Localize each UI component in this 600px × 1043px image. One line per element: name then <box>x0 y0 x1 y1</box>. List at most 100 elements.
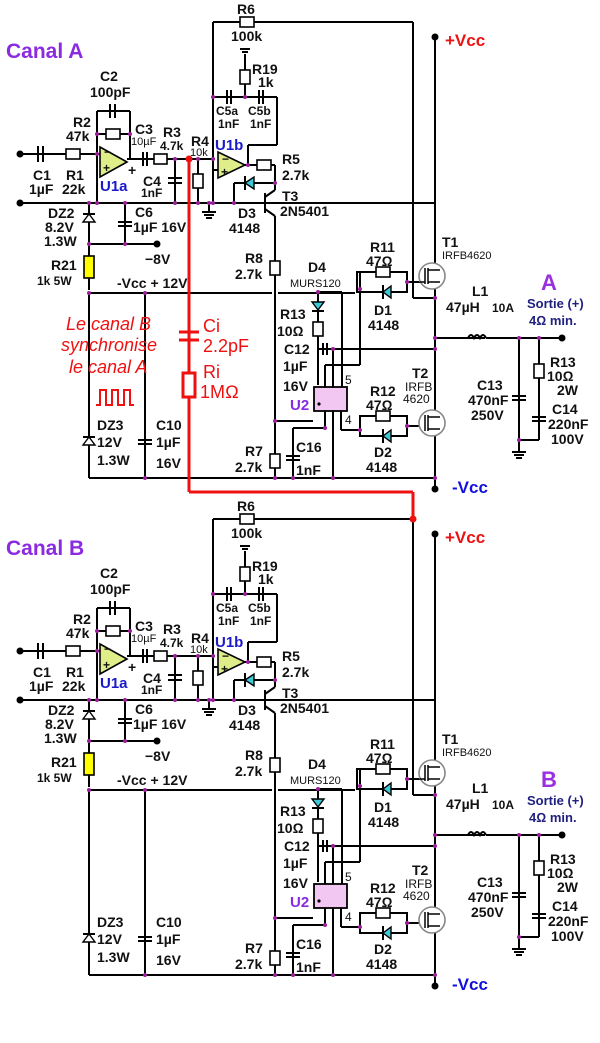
r11-ref: R11 <box>370 736 395 752</box>
svg-text:+: + <box>128 162 136 178</box>
dz3-zener <box>81 932 97 943</box>
dz2-value: 8.2V <box>45 716 74 732</box>
t1-value: IRFB4620 <box>442 747 492 759</box>
output-label: Sortie (+) <box>527 296 584 311</box>
d1-value: 4148 <box>368 317 399 333</box>
r19-value: 1k <box>258 571 274 587</box>
dz3-value: 12V <box>97 931 123 947</box>
r8-value: 2.7k <box>235 763 262 779</box>
dz3-power: 1.3W <box>97 949 130 965</box>
d3-diode <box>243 672 255 688</box>
c2-value: 100pF <box>90 581 131 597</box>
r13o-value: 10Ω <box>547 865 574 881</box>
r12-ref: R12 <box>370 880 396 896</box>
r11-resistor <box>375 266 391 278</box>
d2-ref: D2 <box>374 444 392 460</box>
output-label: Sortie (+) <box>527 793 584 808</box>
r13-resistor <box>312 818 324 834</box>
c12-ref: C12 <box>284 341 310 357</box>
r19-value: 1k <box>258 74 274 90</box>
c13-ref: C13 <box>477 874 503 890</box>
c2-value: 100pF <box>90 84 131 100</box>
u2-driver-ic <box>313 386 348 412</box>
c10-voltage: 16V <box>156 952 182 968</box>
r4-resistor <box>192 670 204 686</box>
r11-value: 47Ω <box>366 253 393 269</box>
c5b-ref: C5b <box>248 601 271 615</box>
d4-ref: D4 <box>308 259 326 275</box>
r13o-power: 2W <box>557 879 579 895</box>
r7-resistor <box>269 453 281 469</box>
c3-ref: C3 <box>135 618 153 634</box>
u1b-label: U1b <box>215 634 243 651</box>
r21-value: 1k 5W <box>37 274 72 288</box>
r7-resistor <box>269 950 281 966</box>
t1-value: IRFB4620 <box>442 250 492 262</box>
output-terminal <box>558 334 566 342</box>
c16-value: 1nF <box>296 462 321 478</box>
l1-current: 10A <box>492 301 514 315</box>
d2-value: 4148 <box>366 459 397 475</box>
r1-ref: R1 <box>66 664 84 680</box>
r12-resistor <box>375 907 391 919</box>
u2-label: U2 <box>290 397 309 414</box>
d4-diode <box>310 798 326 809</box>
c10-value: 1µF <box>156 931 181 947</box>
dz2-ref: DZ2 <box>48 702 75 718</box>
ri-ref: Ri <box>203 362 220 382</box>
r5-ref: R5 <box>282 648 300 664</box>
u2-pin4: 4 <box>345 413 352 427</box>
r1-resistor <box>65 148 81 160</box>
c4-ref: C4 <box>143 173 161 189</box>
c12-value: 1µF <box>283 358 308 374</box>
r1-resistor <box>65 645 81 657</box>
vcc-pos-label: +Vcc <box>445 528 485 547</box>
dz3-ref: DZ3 <box>97 417 124 433</box>
ri-resistor <box>181 371 197 399</box>
t2-ref: T2 <box>412 862 429 878</box>
d1-ref: D1 <box>374 799 392 815</box>
neg8v-label: −8V <box>145 251 171 267</box>
d4-value: MURS120 <box>290 278 341 290</box>
output-letter: A <box>541 270 557 295</box>
neg8v-terminal <box>153 240 161 248</box>
u1b-label: U1b <box>215 137 243 154</box>
c6-value: 1µF 16V <box>133 716 187 732</box>
dz2-zener <box>81 212 97 223</box>
r13-output-resistor <box>533 860 545 876</box>
l1-ref: L1 <box>472 780 489 796</box>
r3-value: 4.7k <box>160 636 184 650</box>
r5-resistor <box>256 159 272 171</box>
c12-voltage: 16V <box>283 875 309 891</box>
r8-resistor <box>269 260 281 276</box>
r6-resistor <box>239 16 255 28</box>
u2-label: U2 <box>290 894 309 911</box>
d1-diode <box>381 781 392 797</box>
r8-ref: R8 <box>245 747 263 763</box>
t1-ref: T1 <box>442 731 459 747</box>
t2-value2: 4620 <box>403 889 430 903</box>
d4-ref: D4 <box>308 756 326 772</box>
c2-ref: C2 <box>100 565 118 581</box>
l1-value: 47µH <box>446 299 480 315</box>
r13g-ref: R13 <box>280 803 306 819</box>
svg-text:+: + <box>221 165 228 179</box>
output-min-load: 4Ω min. <box>529 810 577 825</box>
dz3-power: 1.3W <box>97 452 130 468</box>
r13o-power: 2W <box>557 382 579 398</box>
r6-ref: R6 <box>237 1 255 17</box>
c6-value: 1µF 16V <box>133 219 187 235</box>
channel-title: Canal B <box>6 537 84 560</box>
r13o-value: 10Ω <box>547 368 574 384</box>
input-terminal <box>16 150 24 158</box>
sync-node-a <box>185 155 193 163</box>
c5b-value: 1nF <box>250 614 271 628</box>
c13-voltage: 250V <box>471 407 504 423</box>
r4-ref: R4 <box>191 630 209 646</box>
u2-pin4: 4 <box>345 910 352 924</box>
dz3-ref: DZ3 <box>97 914 124 930</box>
r2-resistor <box>105 625 121 637</box>
r13o-ref: R13 <box>550 354 576 370</box>
c2-ref: C2 <box>100 68 118 84</box>
c10-value: 1µF <box>156 434 181 450</box>
